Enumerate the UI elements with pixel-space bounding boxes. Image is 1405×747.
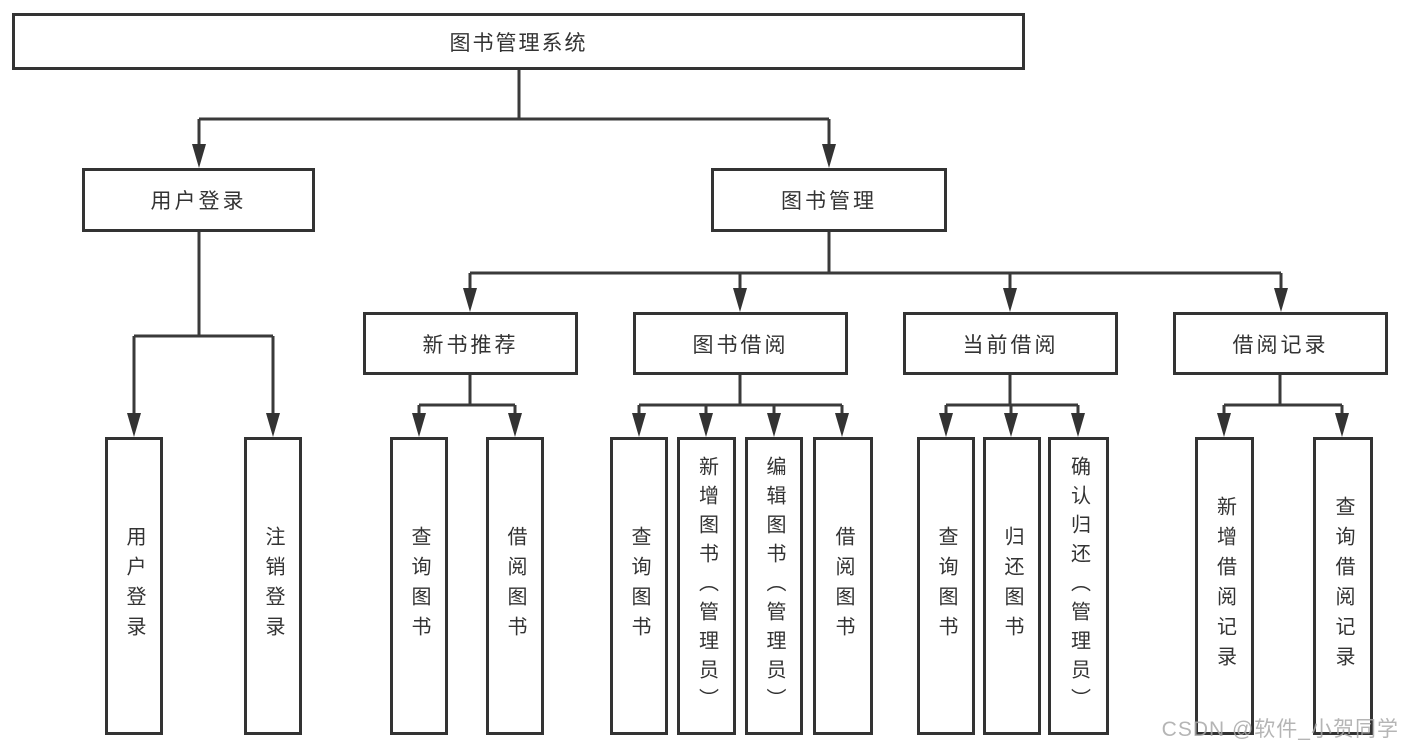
arrowhead: [822, 144, 836, 168]
arrowhead: [1004, 413, 1018, 437]
connector-new-books-to-leaves: [412, 375, 522, 437]
node-book-mgmt: 图书管理: [711, 168, 947, 232]
csdn-watermark: CSDN @软件_小贺同学: [1161, 718, 1399, 741]
connector-borrow-records-to-leaves: [1217, 375, 1349, 437]
node-leaf-borrow-borrow: 借阅图书: [813, 437, 873, 735]
arrowhead: [192, 144, 206, 168]
node-leaf-user-login: 用户登录: [105, 437, 163, 735]
arrowhead: [1274, 288, 1288, 312]
node-borrow-records: 借阅记录: [1173, 312, 1388, 375]
arrowhead: [767, 413, 781, 437]
node-user-login: 用户登录: [82, 168, 315, 232]
connector-user-login-to-leaves: [127, 232, 280, 437]
arrowhead: [835, 413, 849, 437]
node-root: 图书管理系统: [12, 13, 1025, 70]
node-leaf-newbooks-query: 查询图书: [390, 437, 448, 735]
connector-book-mgmt-to-level3: [463, 232, 1288, 312]
connector-root-to-level2: [192, 70, 836, 168]
arrowhead: [412, 413, 426, 437]
node-leaf-records-query: 查询借阅记录: [1313, 437, 1373, 735]
node-leaf-borrow-add-admin: 新增图书（管理员）: [677, 437, 736, 735]
node-leaf-current-query: 查询图书: [917, 437, 975, 735]
arrowhead: [1003, 288, 1017, 312]
node-leaf-records-add: 新增借阅记录: [1195, 437, 1254, 735]
arrowhead: [699, 413, 713, 437]
arrowhead: [1335, 413, 1349, 437]
connector-book-borrow-to-leaves: [632, 375, 849, 437]
arrowhead: [127, 413, 141, 437]
arrowhead: [939, 413, 953, 437]
node-new-books: 新书推荐: [363, 312, 578, 375]
arrowhead: [632, 413, 646, 437]
node-current-borrow: 当前借阅: [903, 312, 1118, 375]
node-leaf-borrow-query: 查询图书: [610, 437, 668, 735]
arrowhead: [463, 288, 477, 312]
node-leaf-logout: 注销登录: [244, 437, 302, 735]
arrowhead: [733, 288, 747, 312]
node-book-borrow: 图书借阅: [633, 312, 848, 375]
arrowhead: [1071, 413, 1085, 437]
arrowhead: [266, 413, 280, 437]
connector-current-borrow-to-leaves: [939, 375, 1085, 437]
node-leaf-current-return: 归还图书: [983, 437, 1041, 735]
node-leaf-current-confirm-admin: 确认归还（管理员）: [1048, 437, 1109, 735]
arrowhead: [1217, 413, 1231, 437]
node-leaf-borrow-edit-admin: 编辑图书（管理员）: [745, 437, 803, 735]
arrowhead: [508, 413, 522, 437]
node-leaf-newbooks-borrow: 借阅图书: [486, 437, 544, 735]
